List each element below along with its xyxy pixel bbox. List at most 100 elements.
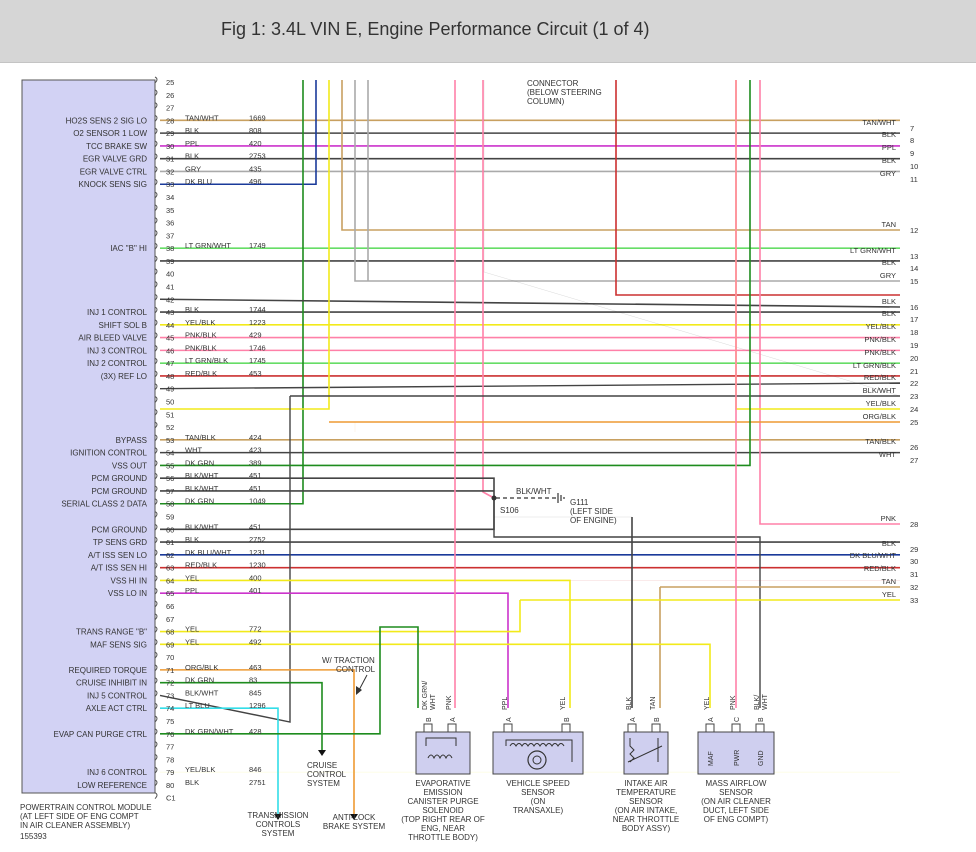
- pcm-pin-circuit: 463: [249, 663, 262, 672]
- pcm-pin-circuit: 453: [249, 369, 262, 378]
- splice-wire-color: BLK/WHT: [516, 487, 552, 496]
- pcm-pin-number: 68: [166, 628, 174, 637]
- pcm-pin-wire-color: BLK: [185, 152, 199, 161]
- component-pin: [561, 723, 571, 733]
- right-terminal-number: 7: [910, 124, 914, 133]
- component-internal-label: MAF: [708, 751, 715, 766]
- right-terminal-number: 13: [910, 252, 918, 261]
- pcm-pin-label: KNOCK SENS SIG: [79, 180, 147, 189]
- pcm-pin-wire-color: GRY: [185, 164, 201, 173]
- pcm-pin-wire-color: PPL: [185, 139, 199, 148]
- pcm-pin-number: 74: [166, 704, 174, 713]
- pcm-pin-bracket: [154, 626, 158, 633]
- right-terminal-wire-color: BLK: [882, 156, 896, 165]
- pcm-pin-label: PCM GROUND: [91, 487, 147, 496]
- pcm-pin-number: 61: [166, 538, 174, 547]
- pcm-pin-wire-color: DK GRN: [185, 497, 214, 506]
- right-terminal-wire-color: PNK/BLK: [864, 348, 896, 357]
- pcm-pin-bracket: [154, 306, 158, 314]
- pcm-pin-bracket: [154, 702, 158, 710]
- pcm-pin-number: 35: [166, 206, 174, 215]
- pcm-pin-circuit: 1746: [249, 343, 266, 352]
- connector-note-line-1: CONNECTOR: [527, 79, 579, 88]
- pcm-pin-label: BYPASS: [116, 436, 147, 445]
- solenoid-coil-icon: [425, 737, 457, 760]
- pcm-pin-wire-color: RED/BLK: [185, 369, 217, 378]
- pcm-pin-circuit: 400: [249, 573, 262, 582]
- pcm-pin-bracket: [154, 536, 158, 544]
- right-terminal-number: 32: [910, 583, 918, 592]
- pcm-pin-wire-color: LT GRN/BLK: [185, 356, 228, 365]
- pcm-pin-wire-color: DK GRN: [185, 458, 214, 467]
- pcm-pin-bracket: [154, 728, 158, 736]
- pcm-pin-circuit: 389: [249, 458, 262, 467]
- pcm-pin-label: CRUISE INHIBIT IN: [76, 679, 147, 688]
- pcm-pin-label: IGNITION CONTROL: [70, 449, 147, 458]
- pcm-pin-label: EVAP CAN PURGE CTRL: [53, 730, 147, 739]
- splice-s106: BLK/WHT S106: [491, 487, 558, 515]
- pcm-pin-bracket: [154, 344, 158, 352]
- wire: [160, 80, 317, 186]
- component-internal-label: GND: [758, 750, 765, 766]
- component-name: EMISSION: [423, 788, 462, 797]
- ground-note-line-1: (LEFT SIDE: [570, 507, 613, 516]
- right-terminal-number: 29: [910, 545, 918, 554]
- right-terminal-wire-color: DK BLU/WHT: [850, 551, 897, 560]
- right-terminal-number: 31: [910, 570, 918, 579]
- pcm-pin-bracket: [154, 459, 158, 467]
- right-terminal-wire-color: YEL/BLK: [866, 322, 896, 331]
- arrow-icon: [274, 814, 282, 820]
- pcm-pin-number: 49: [166, 385, 174, 394]
- pcm-pin-wire-color: YEL/BLK: [185, 318, 215, 327]
- pcm-pin-label: INJ 6 CONTROL: [87, 768, 148, 777]
- component-pin-letter: A: [708, 717, 715, 722]
- transmission-label-line-3: SYSTEM: [262, 829, 295, 838]
- wires: [159, 80, 901, 820]
- pcm-pin-bracket: [154, 89, 158, 97]
- pcm-pin-bracket: [154, 153, 158, 161]
- pcm-pin-circuit: 424: [249, 433, 262, 442]
- pcm-pin-label: REQUIRED TORQUE: [69, 666, 147, 675]
- pcm-pin-bracket: [154, 102, 158, 109]
- pcm-pin-bracket: [154, 319, 158, 327]
- pcm-pin-number: 51: [166, 410, 174, 419]
- pcm-pin-number: 25: [166, 78, 174, 87]
- pcm-pin-number: 52: [166, 423, 174, 432]
- pcm-pin-label: TP SENS GRD: [93, 538, 147, 547]
- component-pin: [705, 723, 715, 733]
- pcm-pin-number: 29: [166, 129, 174, 138]
- right-terminal-number: 22: [910, 379, 918, 388]
- pcm-pin-circuit: 492: [249, 637, 262, 646]
- component-pin-wire: PNK: [730, 695, 737, 710]
- component-pin: [731, 723, 741, 733]
- pcm-pin-circuit: 451: [249, 484, 262, 493]
- coil-icon: [505, 739, 573, 762]
- pcm-pin-wire-color: LT GRN/WHT: [185, 241, 231, 250]
- pcm-pin-number: 42: [166, 295, 174, 304]
- pcm-pin-wire-color: PNK/BLK: [185, 343, 217, 352]
- component-name: (ON AIR INTAKE,: [615, 806, 678, 815]
- component-box: [697, 731, 775, 775]
- pcm-pin-bracket: [154, 562, 158, 569]
- pcm-pin-number: 69: [166, 640, 174, 649]
- component-name: NEAR THROTTLE: [613, 815, 680, 824]
- pcm-pin-circuit: 496: [249, 177, 262, 186]
- pcm-pin-number: 30: [166, 142, 174, 151]
- wire: [160, 600, 521, 633]
- component-name: EVAPORATIVE: [415, 779, 470, 788]
- pcm-pin-number: 27: [166, 104, 174, 113]
- pcm-pin-bracket: [154, 127, 158, 135]
- component-name: ENG, NEAR: [421, 824, 465, 833]
- pcm-pin-label: EGR VALVE CTRL: [80, 167, 148, 176]
- pcm-pin-number: 34: [166, 193, 174, 202]
- pcm-pin-label: EGR VALVE GRD: [83, 155, 147, 164]
- wire: [160, 80, 330, 410]
- right-terminal-wire-color: YEL: [882, 590, 896, 599]
- pcm-pin-wire-color: DK GRN: [185, 676, 214, 685]
- pcm-pin-wire-color: YEL: [185, 637, 199, 646]
- pcm-pin-circuit: 420: [249, 139, 262, 148]
- right-terminal-number: 8: [910, 136, 914, 145]
